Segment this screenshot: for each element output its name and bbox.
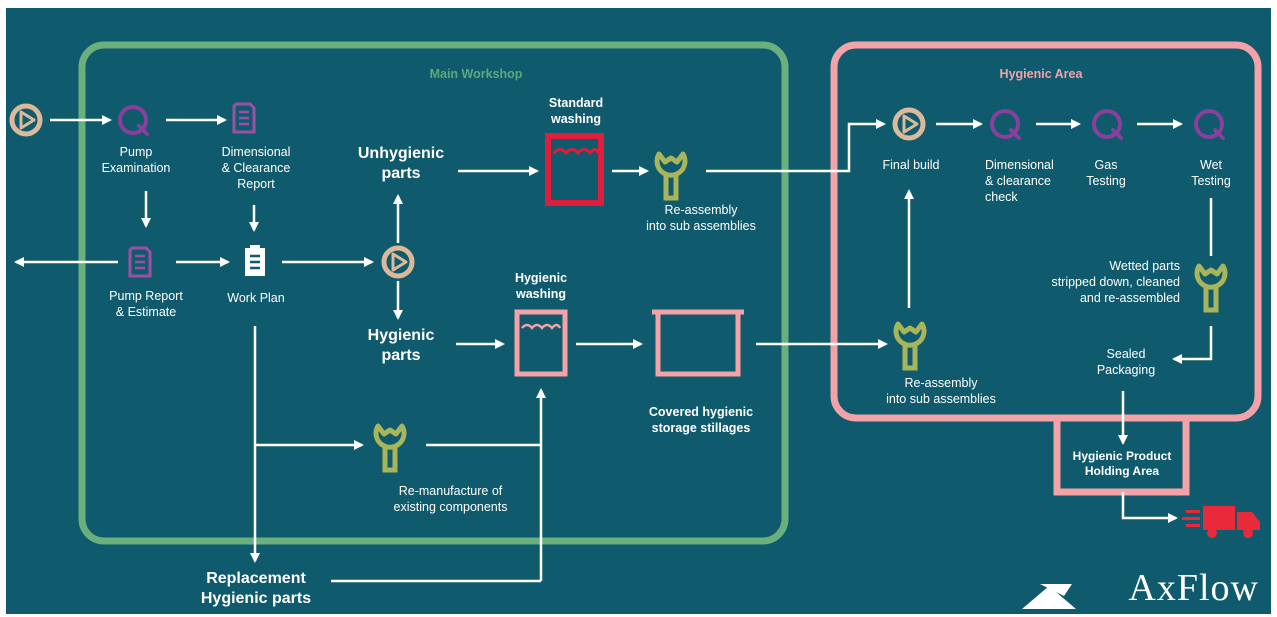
pump-examination-q-icon (118, 105, 149, 136)
main-workshop-border (78, 41, 789, 545)
unhygienic-parts-label: Unhygienic parts (357, 145, 445, 182)
remanufacture-wrench-icon (376, 426, 404, 470)
holding-area-border (1053, 420, 1190, 496)
gas-testing-label: Gas Testing (1086, 158, 1126, 188)
pump-report-document-icon (128, 246, 152, 278)
reassembly-top-label: Re-assembly into sub assemblies (646, 203, 756, 233)
dimensional-report-label: Dimensional & Clearance Report (221, 145, 291, 191)
start-icon (12, 106, 40, 134)
replacement-parts-label: Replacement Hygienic parts (200, 570, 312, 607)
wetted-parts-wrench-icon (1197, 266, 1225, 310)
process-diagram: Main Workshop Hygienic Area Pump Examina… (6, 8, 1271, 614)
dimensional-check-label: Dimensional & clearance check (985, 158, 1054, 204)
delivery-truck-icon (1182, 506, 1260, 538)
holding-area-label: Hygienic Product Holding Area (1072, 449, 1172, 478)
axflow-wordmark: AxFlow (1128, 567, 1259, 609)
dimensional-report-document-icon (232, 102, 256, 134)
hygienic-washing-label: Hygienic washing (514, 271, 568, 301)
diagram-graphics (6, 41, 1262, 609)
work-plan-label: Work Plan (227, 291, 285, 305)
hygienic-area-title: Hygienic Area (999, 67, 1083, 81)
standard-washing-tank-icon (545, 133, 604, 206)
covered-storage-label: Covered hygienic storage stillages (648, 405, 754, 435)
hygienic-parts-label: Hygienic parts (367, 327, 435, 364)
work-plan-clipboard-icon (245, 245, 265, 276)
wetted-parts-label: Wetted parts stripped down, cleaned and … (1051, 259, 1180, 305)
wet-testing-label: Wet Testing (1191, 158, 1231, 188)
gas-testing-q-icon (1092, 109, 1123, 140)
axflow-logo: AxFlow (1128, 566, 1259, 610)
main-workshop-title: Main Workshop (429, 67, 523, 81)
dimensional-check-q-icon (990, 109, 1021, 140)
decision-icon (384, 248, 412, 276)
pump-examination-label: Pump Examination (101, 145, 171, 175)
hygienic-washing-tank-icon (514, 309, 568, 377)
final-build-icon (895, 110, 923, 138)
hygienic-area-border (830, 41, 1262, 422)
reassembly-hygienic-label: Re-assembly into sub assemblies (886, 376, 996, 406)
reassembly-top-wrench-icon (657, 154, 685, 198)
axflow-logo-mark (1022, 584, 1076, 609)
remanufacture-label: Re-manufacture of existing components (393, 484, 508, 514)
storage-stillage-icon (652, 309, 744, 377)
standard-washing-label: Standard washing (548, 96, 604, 126)
pump-report-label: Pump Report & Estimate (109, 289, 183, 319)
final-build-label: Final build (882, 158, 940, 172)
wet-testing-q-icon (1194, 109, 1225, 140)
reassembly-hygienic-wrench-icon (896, 324, 924, 368)
sealed-packaging-label: Sealed Packaging (1096, 347, 1156, 377)
